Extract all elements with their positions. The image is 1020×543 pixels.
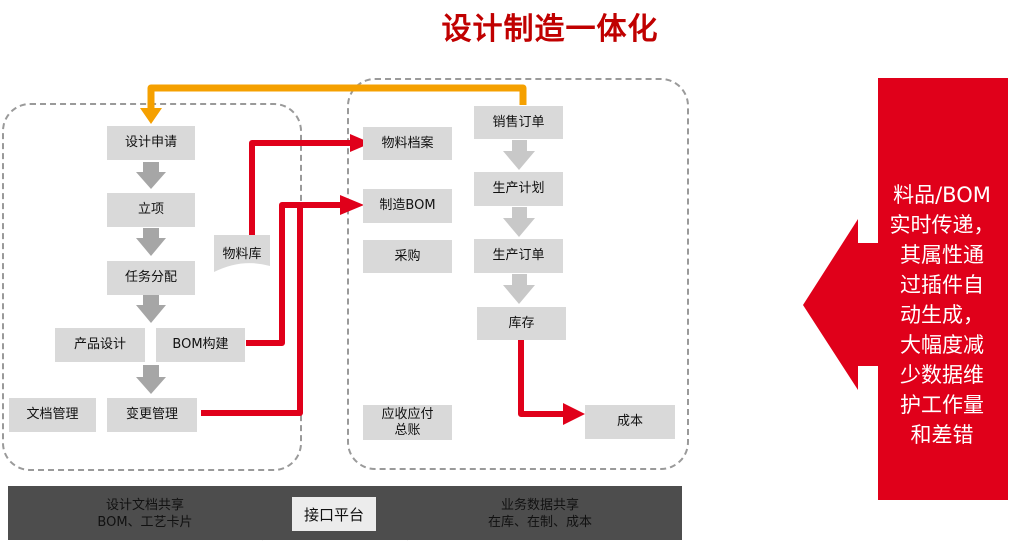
down-arrow xyxy=(136,295,166,323)
down-arrow xyxy=(136,162,166,189)
production-order-box: 生产订单 xyxy=(474,239,563,273)
down-arrow xyxy=(503,140,535,170)
ledger-line-2: 总账 xyxy=(394,422,421,438)
down-arrow xyxy=(503,274,535,304)
design-doc-share-line-2: BOM、工艺卡片 xyxy=(97,515,193,530)
document-shape xyxy=(214,235,270,272)
purchase-box: 采购 xyxy=(363,240,452,273)
callout-line: 大幅度减 xyxy=(900,333,984,357)
material-library-label: 物料库 xyxy=(222,247,262,262)
down-arrow xyxy=(503,207,535,237)
red-connectors xyxy=(201,140,566,417)
manufacturing-region xyxy=(347,78,689,470)
project-box: 立项 xyxy=(107,193,195,227)
callout-line: 料品/BOM xyxy=(893,183,991,207)
page-title: 设计制造一体化 xyxy=(441,12,659,47)
bom-build-box: BOM构建 xyxy=(156,328,245,362)
orange-connector xyxy=(147,84,527,112)
callout-arrow xyxy=(803,78,1008,500)
callout-line: 护工作量 xyxy=(900,393,984,417)
red-arrowheads xyxy=(340,134,585,425)
callout-line: 实时传递， xyxy=(889,213,995,237)
change-to-mfg-bom xyxy=(201,205,303,416)
material-library-doc: 物料库 xyxy=(213,235,271,271)
ledger-line-1: 应收应付 xyxy=(381,406,434,422)
inventory-to-cost xyxy=(518,338,566,417)
callout-line: 动生成， xyxy=(900,303,984,327)
callout-text: 料品/BOM 实时传递， 其属性通 过插件自 动生成， 大幅度减 少数据维 护工… xyxy=(878,180,1006,450)
business-data-share-line-1: 业务数据共享 xyxy=(500,498,579,513)
down-arrow xyxy=(136,365,166,394)
material-archive-box: 物料档案 xyxy=(363,127,452,160)
inventory-box: 库存 xyxy=(477,307,566,340)
bom-to-mfg-bom xyxy=(246,202,342,346)
change-management-box: 变更管理 xyxy=(107,398,197,432)
sales-flow-arrows xyxy=(503,140,535,304)
callout-line: 其属性通 xyxy=(900,243,984,267)
design-flow-arrows xyxy=(136,162,166,394)
cost-box: 成本 xyxy=(585,405,675,439)
business-data-share: 业务数据共享 在库、在制、成本 xyxy=(420,497,660,531)
sales-order-box: 销售订单 xyxy=(474,106,563,139)
product-design-box: 产品设计 xyxy=(55,328,145,362)
callout-line: 过插件自 xyxy=(900,273,984,297)
down-arrow xyxy=(136,228,166,256)
interface-platform: 接口平台 xyxy=(292,497,376,531)
task-assign-box: 任务分配 xyxy=(107,261,195,295)
business-data-share-line-2: 在库、在制、成本 xyxy=(487,515,592,530)
library-to-material xyxy=(249,140,352,240)
callout-line: 和差错 xyxy=(910,423,974,447)
production-plan-box: 生产计划 xyxy=(474,172,563,206)
design-doc-share-line-1: 设计文档共享 xyxy=(105,498,184,513)
ledger-box: 应收应付 总账 xyxy=(363,405,452,440)
document-management-box: 文档管理 xyxy=(9,398,96,432)
callout-line: 少数据维 xyxy=(900,363,984,387)
design-request-box: 设计申请 xyxy=(107,126,195,160)
design-doc-share: 设计文档共享 BOM、工艺卡片 xyxy=(30,497,260,531)
orange-arrowhead xyxy=(140,108,162,124)
manufacturing-bom-box: 制造BOM xyxy=(363,189,452,223)
